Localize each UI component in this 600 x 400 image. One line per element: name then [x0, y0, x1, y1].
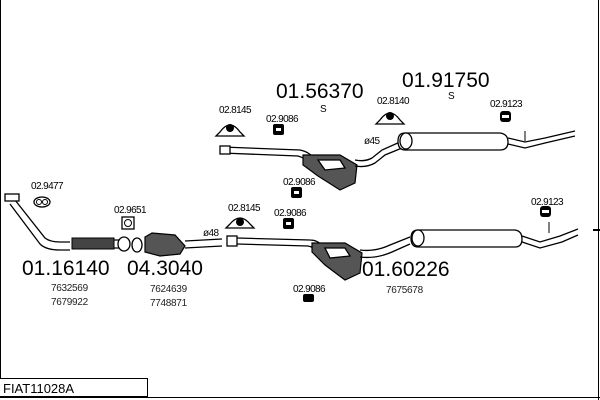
- accessory-code: 02.8145: [219, 105, 252, 116]
- gasket-icon[interactable]: [33, 196, 51, 208]
- accessory-code: 02.9123: [531, 197, 564, 208]
- accessory-code: 02.9086: [293, 284, 326, 295]
- rubber-mount-icon[interactable]: [273, 124, 284, 135]
- accessory-code: 02.8140: [377, 96, 410, 107]
- accessory-code: 02.9086: [283, 177, 316, 188]
- rubber-mount-icon[interactable]: [283, 218, 294, 229]
- rubber-mount-icon[interactable]: [500, 111, 511, 122]
- upper-exhaust-line: [219, 130, 576, 191]
- part-suffix: S: [448, 91, 455, 102]
- part-number-silencer-lower: 01.60226: [362, 258, 450, 281]
- rear-silencer-lower[interactable]: [410, 229, 523, 248]
- accessory-code: 02.9086: [274, 208, 307, 219]
- oe-number: 7624639: [150, 284, 188, 295]
- part-number-front-pipe: 01.16140: [22, 257, 110, 280]
- pipe-diameter: ø45: [364, 136, 380, 147]
- diagram-id-label: FIAT11028A: [0, 378, 148, 397]
- rubber-mount-icon[interactable]: [540, 206, 551, 217]
- accessory-code: 02.9477: [31, 181, 64, 192]
- accessory-icons: [33, 111, 551, 302]
- part-number-catalyst: 04.3040: [127, 257, 203, 280]
- silencer-lower[interactable]: [311, 242, 363, 281]
- oe-number: 7675678: [386, 285, 424, 296]
- middle-silencer-upper[interactable]: [302, 154, 358, 191]
- part-number-rear-silencer-upper: 01.91750: [402, 69, 490, 92]
- oe-number: 7679922: [51, 297, 89, 308]
- rubber-mount-icon[interactable]: [291, 187, 302, 198]
- lower-exhaust-line: [4, 193, 579, 281]
- part-number-middle-silencer-upper: 01.56370: [276, 80, 364, 103]
- accessory-code: 02.9086: [266, 114, 299, 125]
- rear-silencer-upper[interactable]: [397, 132, 509, 151]
- part-suffix: S: [320, 104, 327, 115]
- flange-gasket-icon[interactable]: [121, 216, 135, 230]
- accessory-code: 02.9123: [490, 99, 523, 110]
- catalyst[interactable]: [117, 232, 186, 257]
- accessory-code: 02.9651: [114, 205, 147, 216]
- oe-number: 7632569: [51, 283, 89, 294]
- hanger-icon[interactable]: [224, 217, 256, 229]
- rubber-mount-icon[interactable]: [303, 294, 314, 302]
- hanger-icon[interactable]: [374, 112, 406, 125]
- pipe-diameter: ø48: [203, 228, 219, 239]
- oe-number: 7748871: [150, 298, 188, 309]
- hanger-icon[interactable]: [214, 124, 246, 137]
- accessory-code: 02.8145: [228, 203, 261, 214]
- front-pipe[interactable]: [4, 193, 122, 251]
